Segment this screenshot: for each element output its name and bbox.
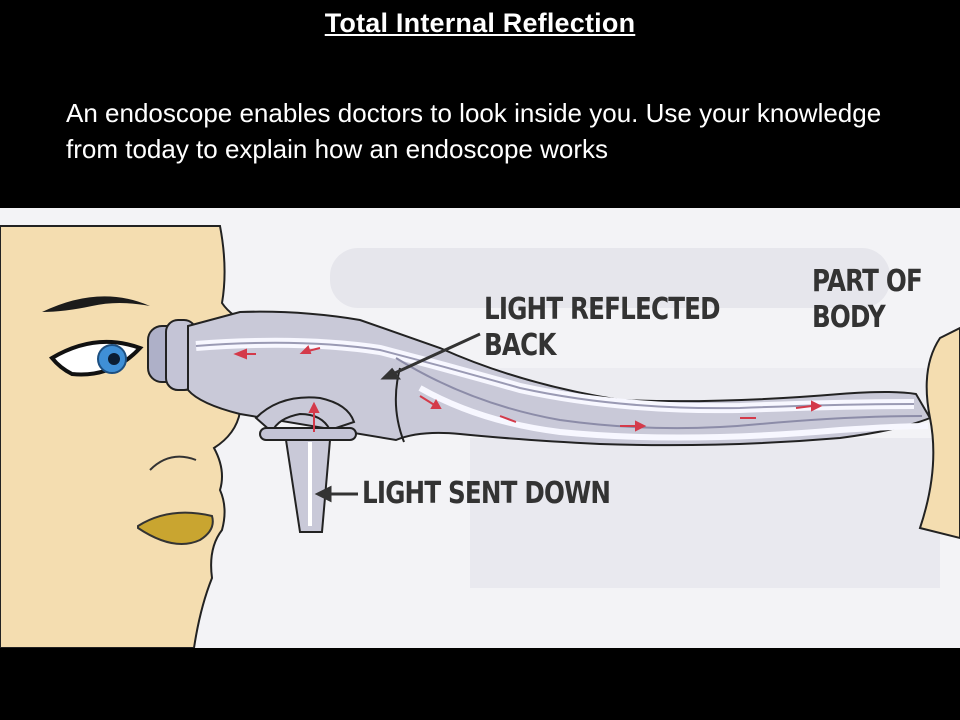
eyebrow: [42, 296, 150, 312]
slide-body-text: An endoscope enables doctors to look ins…: [66, 98, 882, 164]
label-part-of-body-line2: BODY: [812, 300, 886, 335]
label-light-reflected: LIGHT REFLECTED BACK: [484, 292, 721, 364]
leader-lines: [314, 332, 481, 503]
label-light-reflected-line1: LIGHT REFLECTED: [484, 292, 721, 327]
slide-title: Total Internal Reflection: [324, 8, 636, 38]
body-part: [918, 326, 960, 540]
label-part-of-body-line1: PART OF: [812, 264, 923, 299]
scope-body: [187, 310, 932, 447]
label-light-reflected-line2: BACK: [484, 328, 556, 363]
eye: [48, 339, 144, 377]
nostril: [149, 455, 197, 471]
lips: [137, 511, 214, 545]
endoscope-figure: LIGHT REFLECTED BACK LIGHT SENT DOWN PAR…: [0, 208, 960, 648]
light-path-arrows: [233, 345, 823, 432]
light-inlet-handle: [254, 396, 357, 533]
faded-heading-band: [330, 248, 890, 308]
endoscope-illustration: [0, 208, 960, 648]
label-part-of-body: PART OF BODY: [812, 264, 923, 336]
faded-panel: [470, 438, 940, 588]
label-light-sent-down: LIGHT SENT DOWN: [362, 476, 611, 511]
